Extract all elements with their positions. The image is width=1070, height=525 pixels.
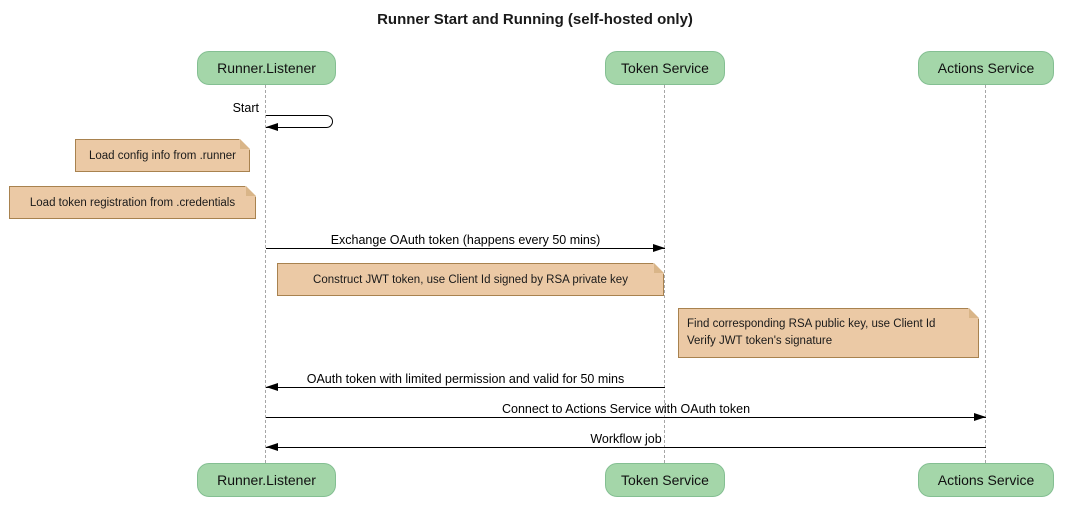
self-loop-arrow — [266, 115, 333, 128]
message-arrowhead-icon — [653, 244, 665, 252]
lifeline-actions-service — [985, 85, 986, 463]
participant-label: Token Service — [621, 60, 709, 76]
participant-label: Actions Service — [937, 472, 1035, 488]
participant-label: Runner.Listener — [217, 472, 316, 488]
note-construct-jwt: Construct JWT token, use Client Id signe… — [277, 263, 664, 296]
message-line — [266, 248, 665, 249]
note-text: Load config info from .runner — [88, 149, 237, 162]
diagram-title: Runner Start and Running (self-hosted on… — [377, 11, 693, 28]
message-label: Connect to Actions Service with OAuth to… — [501, 402, 751, 416]
message-arrowhead-icon — [974, 413, 986, 421]
lifeline-runner-listener — [265, 85, 266, 463]
note-text: Load token registration from .credential… — [29, 196, 236, 209]
message-line — [266, 387, 665, 388]
message-label: OAuth token with limited permission and … — [306, 372, 625, 386]
participant-token-service-top: Token Service — [605, 51, 725, 85]
participant-label: Token Service — [621, 472, 709, 488]
note-load-config: Load config info from .runner — [75, 139, 250, 172]
participant-token-service-bottom: Token Service — [605, 463, 725, 497]
note-text: Construct JWT token, use Client Id signe… — [313, 273, 628, 286]
self-loop-arrowhead-icon — [266, 123, 278, 131]
participant-runner-listener-top: Runner.Listener — [197, 51, 336, 85]
note-text-line1: Find corresponding RSA public key, use C… — [687, 317, 936, 330]
note-verify-jwt: Find corresponding RSA public key, use C… — [678, 308, 979, 358]
note-load-token-registration: Load token registration from .credential… — [9, 186, 256, 219]
message-label: Workflow job — [590, 432, 662, 446]
message-line — [266, 417, 986, 418]
note-text-line2: Verify JWT token's signature — [687, 335, 833, 347]
participant-runner-listener-bottom: Runner.Listener — [197, 463, 336, 497]
participant-actions-service-top: Actions Service — [918, 51, 1054, 85]
self-message-start-label: Start — [232, 101, 259, 115]
message-line — [266, 447, 986, 448]
message-arrowhead-icon — [266, 443, 278, 451]
participant-actions-service-bottom: Actions Service — [918, 463, 1054, 497]
lifeline-token-service — [664, 85, 665, 463]
message-label: Exchange OAuth token (happens every 50 m… — [330, 233, 601, 247]
message-arrowhead-icon — [266, 383, 278, 391]
participant-label: Runner.Listener — [217, 60, 316, 76]
participant-label: Actions Service — [937, 60, 1035, 76]
